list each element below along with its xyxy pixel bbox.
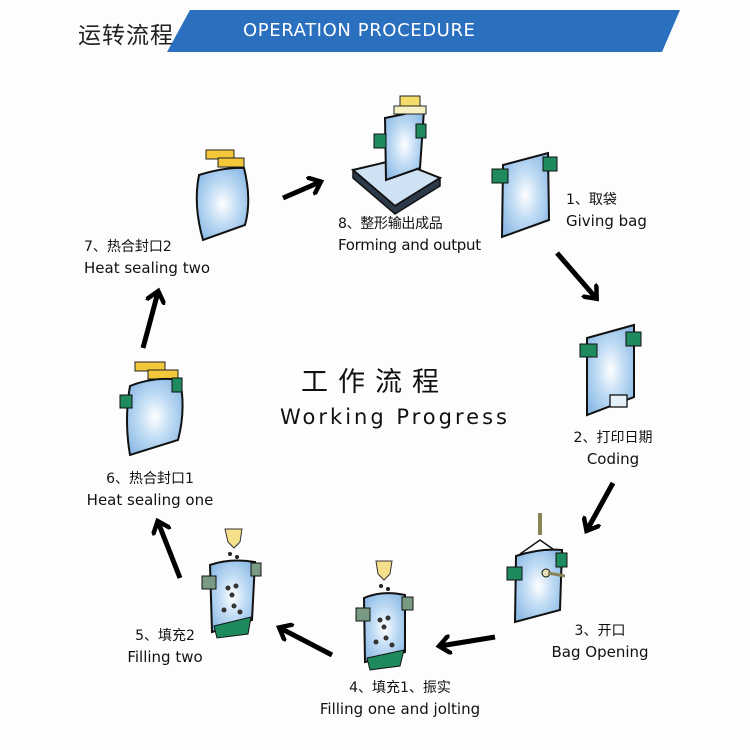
arrow-2-to-3: [587, 481, 616, 530]
step-8-label: 8、整形输出成品 Forming and output: [338, 214, 481, 256]
step-5-en: Filling two: [127, 648, 203, 666]
arrow-5-to-6: [158, 522, 183, 579]
step-2-en: Coding: [586, 450, 640, 468]
step-1-cn: 1、取袋: [566, 192, 617, 208]
step-7-en: Heat sealing two: [84, 259, 211, 277]
bag-filling-icon-5: [201, 528, 262, 639]
step-5-cn: 5、填充2: [135, 628, 195, 644]
bag-filling-icon-4: [355, 560, 414, 671]
step-1-label: 1、取袋 Giving bag: [566, 190, 647, 232]
bag-opening-icon: [506, 513, 568, 624]
step-8-cn: 8、整形输出成品: [338, 216, 443, 232]
step-7-cn: 7、热合封口2: [84, 239, 172, 255]
arrow-1-to-2: [555, 251, 596, 298]
heat-sealing-icon-7: [195, 149, 250, 242]
step-3-label: 3、开口 Bag Opening: [540, 621, 660, 663]
center-title-cn: 工作流程: [301, 367, 449, 398]
arrow-6-to-7: [140, 292, 158, 349]
step-4-en: Filling one and jolting: [319, 700, 481, 718]
arrow-3-to-4: [440, 637, 496, 646]
step-2-cn: 2、打印日期: [573, 430, 653, 446]
step-6-cn: 6、热合封口1: [106, 471, 194, 487]
step-2-label: 2、打印日期 Coding: [558, 428, 668, 470]
step-6-label: 6、热合封口1 Heat sealing one: [85, 469, 215, 511]
heat-sealing-icon-6: [119, 361, 184, 457]
banner-text: OPERATION PROCEDURE: [243, 20, 476, 41]
conveyor-output-icon: [350, 95, 443, 215]
header-banner: [167, 10, 680, 52]
step-3-en: Bag Opening: [551, 643, 649, 661]
step-6-en: Heat sealing one: [86, 491, 214, 509]
header-title: 运转流程: [78, 23, 174, 49]
arrow-4-to-5: [280, 628, 334, 658]
step-4-label: 4、填充1、振实 Filling one and jolting: [310, 678, 490, 720]
step-7-label: 7、热合封口2 Heat sealing two: [84, 237, 210, 279]
bag-with-clamps-icon: [491, 151, 558, 239]
bag-coding-icon: [579, 323, 642, 417]
step-3-cn: 3、开口: [574, 623, 626, 639]
step-1-en: Giving bag: [566, 212, 647, 230]
arrow-8-to-1: [282, 182, 320, 201]
center-title-en: Working Progress: [280, 405, 510, 429]
step-8-en: Forming and output: [338, 236, 481, 254]
step-4-cn: 4、填充1、振实: [349, 680, 451, 696]
step-5-label: 5、填充2 Filling two: [120, 626, 210, 668]
